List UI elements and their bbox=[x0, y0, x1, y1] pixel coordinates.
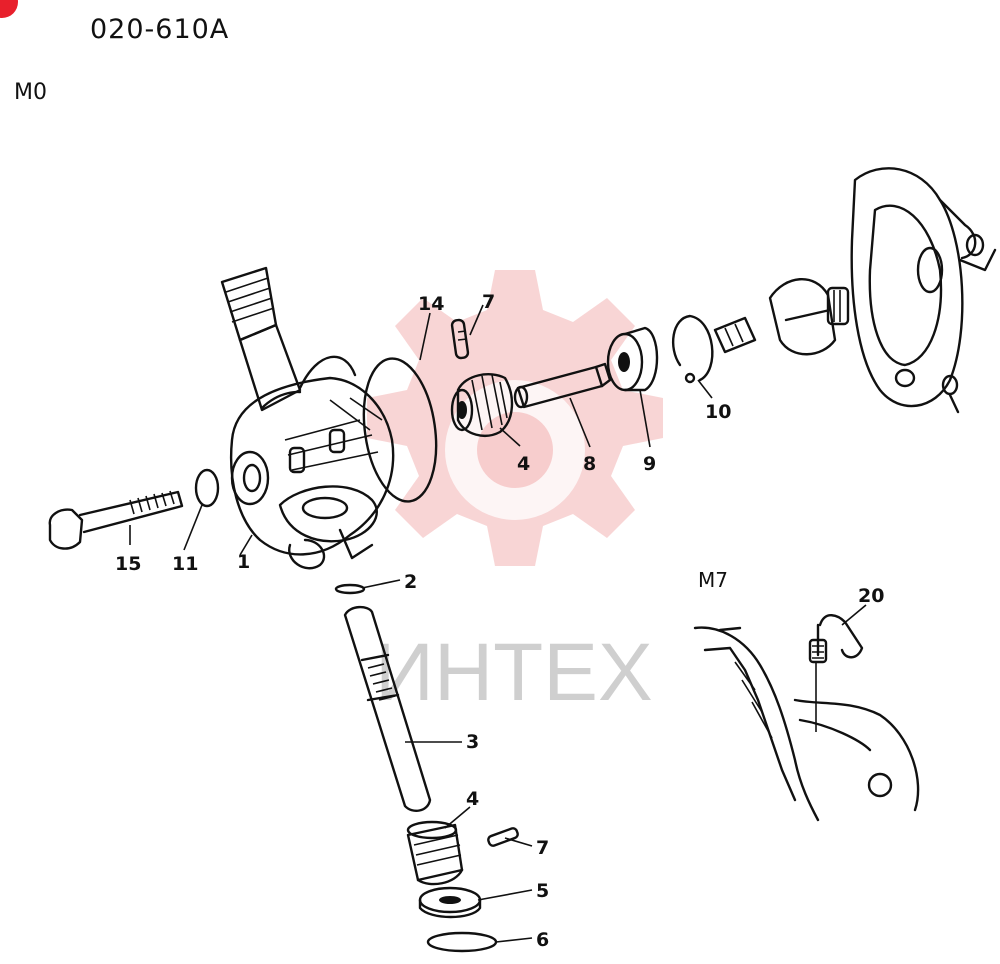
callout-7-lower: 7 bbox=[536, 837, 549, 859]
bushing bbox=[606, 326, 659, 392]
diagram-code: 020-610A bbox=[90, 14, 230, 45]
callout-8: 8 bbox=[583, 453, 596, 475]
shaft bbox=[513, 362, 612, 409]
variant-label: M0 bbox=[14, 80, 47, 105]
bearing-ring bbox=[418, 886, 482, 919]
callout-4-upper: 4 bbox=[517, 453, 530, 475]
pin-upper bbox=[450, 318, 470, 360]
vertical-shaft bbox=[343, 605, 432, 812]
plug-cap bbox=[768, 278, 850, 356]
callout-10: 10 bbox=[705, 401, 731, 423]
housing-cover bbox=[850, 167, 997, 414]
watermark-gear-icon bbox=[367, 270, 663, 566]
callout-20: 20 bbox=[858, 585, 884, 607]
inset-label: M7 bbox=[698, 568, 728, 592]
disc bbox=[426, 931, 498, 953]
callout-6: 6 bbox=[536, 929, 549, 951]
inset-m7 bbox=[693, 614, 920, 822]
bolt bbox=[48, 490, 184, 550]
key bbox=[713, 316, 757, 354]
callout-3: 3 bbox=[466, 731, 479, 753]
snap-ring bbox=[672, 314, 714, 382]
callout-4-lower: 4 bbox=[466, 788, 479, 810]
pin-lower bbox=[487, 827, 519, 847]
drive-gear-lower bbox=[406, 820, 464, 886]
callout-14: 14 bbox=[418, 293, 444, 315]
callout-11: 11 bbox=[172, 553, 198, 575]
watermark-text: ИНТЕХ bbox=[375, 627, 653, 718]
drive-gear-upper bbox=[450, 373, 514, 437]
callout-15: 15 bbox=[115, 553, 141, 575]
small-seal bbox=[334, 583, 366, 595]
callout-9: 9 bbox=[643, 453, 656, 475]
callout-2: 2 bbox=[404, 571, 417, 593]
callout-1: 1 bbox=[237, 551, 250, 573]
washer bbox=[194, 468, 220, 508]
callout-5: 5 bbox=[536, 880, 549, 902]
callout-7-upper: 7 bbox=[482, 291, 495, 313]
o-ring bbox=[362, 357, 438, 503]
leader-lines bbox=[129, 304, 867, 943]
